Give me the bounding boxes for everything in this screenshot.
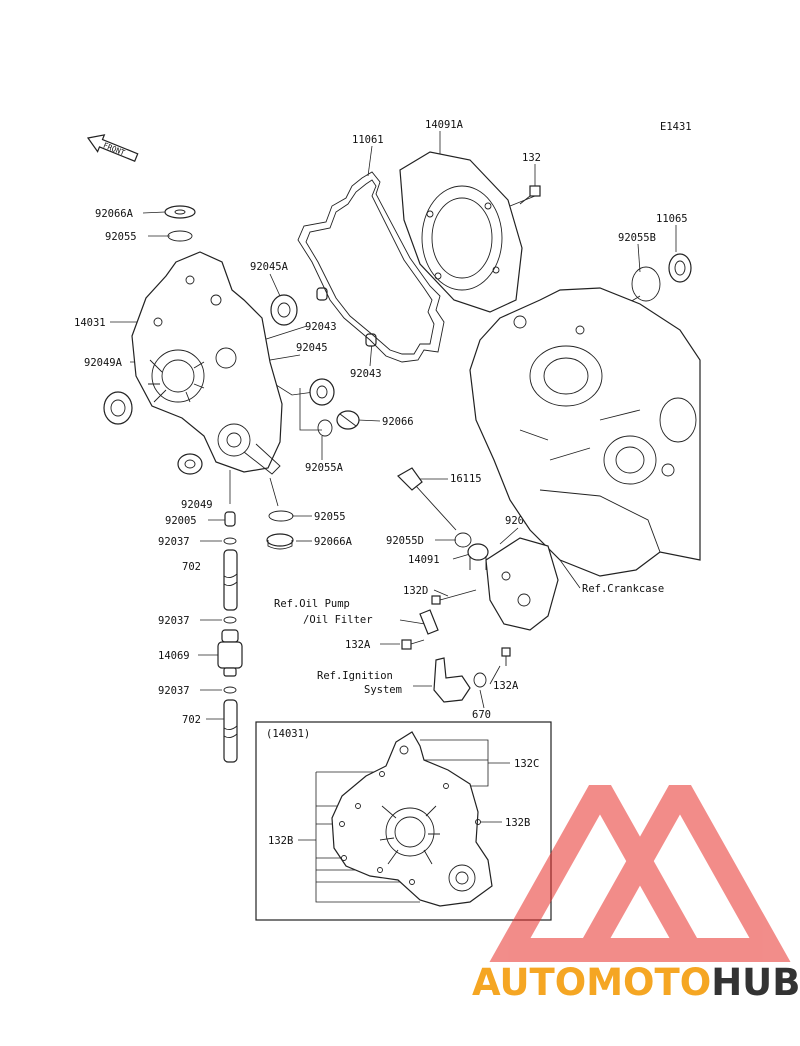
label-92045A: 92045A <box>250 261 289 273</box>
seal-92049A <box>103 391 133 425</box>
label-11065: 11065 <box>656 213 688 225</box>
label-92066: 92066 <box>382 416 414 428</box>
hose-702-2 <box>223 699 238 763</box>
label-ref-oil-pump-1: Ref.Oil Pump <box>274 598 350 610</box>
oring-670 <box>473 672 487 688</box>
label-14069: 14069 <box>158 650 190 662</box>
logo-triangle-icon <box>489 785 791 962</box>
watermark-part2: HUB <box>711 961 800 1004</box>
label-11061: 11061 <box>352 134 384 146</box>
cap-92066A-mid <box>266 533 294 550</box>
label-92055D: 92055D <box>386 535 424 547</box>
label-702-1: 702 <box>182 561 201 573</box>
label-ref-ignition-2: System <box>364 684 402 696</box>
label-92049A: 92049A <box>84 357 123 369</box>
label-14091A: 14091A <box>425 119 464 131</box>
bearing-92045A <box>270 294 298 326</box>
pipe-14091 <box>467 543 489 570</box>
hose-702-1 <box>223 549 238 611</box>
label-92066A-top: 92066A <box>95 208 134 220</box>
label-92055A: 92055A <box>305 462 344 474</box>
label-132A-1: 132A <box>345 639 371 651</box>
label-92037-3: 92037 <box>158 685 190 697</box>
label-16115: 16115 <box>450 473 482 485</box>
label-14091: 14091 <box>408 554 440 566</box>
watermark-part1: AUTOMOTO <box>472 961 711 1004</box>
cover-plate-14091A <box>399 151 523 313</box>
bolt-132D <box>431 589 477 605</box>
label-ref-ignition-1: Ref.Ignition <box>317 670 393 682</box>
crankcase <box>469 287 701 577</box>
label-92037-2: 92037 <box>158 615 190 627</box>
oring-92055-mid <box>268 510 294 522</box>
label-92005: 92005 <box>165 515 197 527</box>
label-92049: 92049 <box>181 499 213 511</box>
label-inset: (14031) <box>266 728 310 740</box>
cover-92055C <box>485 537 559 631</box>
bolt-132A-1 <box>401 639 425 650</box>
gasket-11061 <box>297 171 445 363</box>
inset-cover-14031 <box>331 731 493 907</box>
dipstick-16115 <box>397 467 457 531</box>
label-92045: 92045 <box>296 342 328 354</box>
label-92055-top: 92055 <box>105 231 137 243</box>
seal-11065 <box>668 253 692 283</box>
washer-92066A-top <box>164 205 196 219</box>
oring-92055A <box>317 419 333 437</box>
cap-92066 <box>336 410 360 430</box>
label-ref-crankcase: Ref.Crankcase <box>582 583 664 595</box>
bolt-132A-2 <box>501 647 511 666</box>
label-92066A-mid: 92066A <box>314 536 353 548</box>
bearing-92045 <box>309 378 335 406</box>
automotohub-watermark: AUTOMOTOHUB <box>472 785 800 1004</box>
clamp-92037-2 <box>223 616 237 624</box>
dowel-92005 <box>224 511 236 527</box>
label-ref-oil-pump-2: /Oil Filter <box>303 614 373 626</box>
oil-pump-bracket <box>419 609 439 635</box>
label-92043-b: 92043 <box>350 368 382 380</box>
svg-text:AUTOMOTOHUB: AUTOMOTOHUB <box>472 961 800 1004</box>
label-132-top: 132 <box>522 152 541 164</box>
oring-92055B <box>631 266 661 302</box>
label-132B-left: 132B <box>268 835 293 847</box>
inset-box <box>255 721 552 921</box>
label-92055-mid: 92055 <box>314 511 346 523</box>
bolt-132-top <box>519 185 541 205</box>
label-14031: 14031 <box>74 317 106 329</box>
label-92055B: 92055B <box>618 232 656 244</box>
front-arrow: FRONT <box>86 134 139 162</box>
oring-92055-top <box>167 230 193 242</box>
ignition-sensor <box>433 657 471 703</box>
label-92043-a: 92043 <box>305 321 337 333</box>
clamp-92037-1 <box>223 537 237 545</box>
label-670: 670 <box>472 709 491 721</box>
diagram-code: E1431 <box>660 121 692 133</box>
seal-92049 <box>177 453 203 475</box>
label-132C: 132C <box>514 758 539 770</box>
label-92037-1: 92037 <box>158 536 190 548</box>
clutch-cover-14031 <box>131 251 283 475</box>
label-132B-right: 132B <box>505 817 530 829</box>
label-132A-2: 132A <box>493 680 519 692</box>
label-702-2: 702 <box>182 714 201 726</box>
clamp-92037-3 <box>223 686 237 694</box>
label-132D: 132D <box>403 585 428 597</box>
oring-92055D <box>454 532 472 548</box>
front-label: FRONT <box>102 141 127 158</box>
filter-14069 <box>217 629 243 677</box>
